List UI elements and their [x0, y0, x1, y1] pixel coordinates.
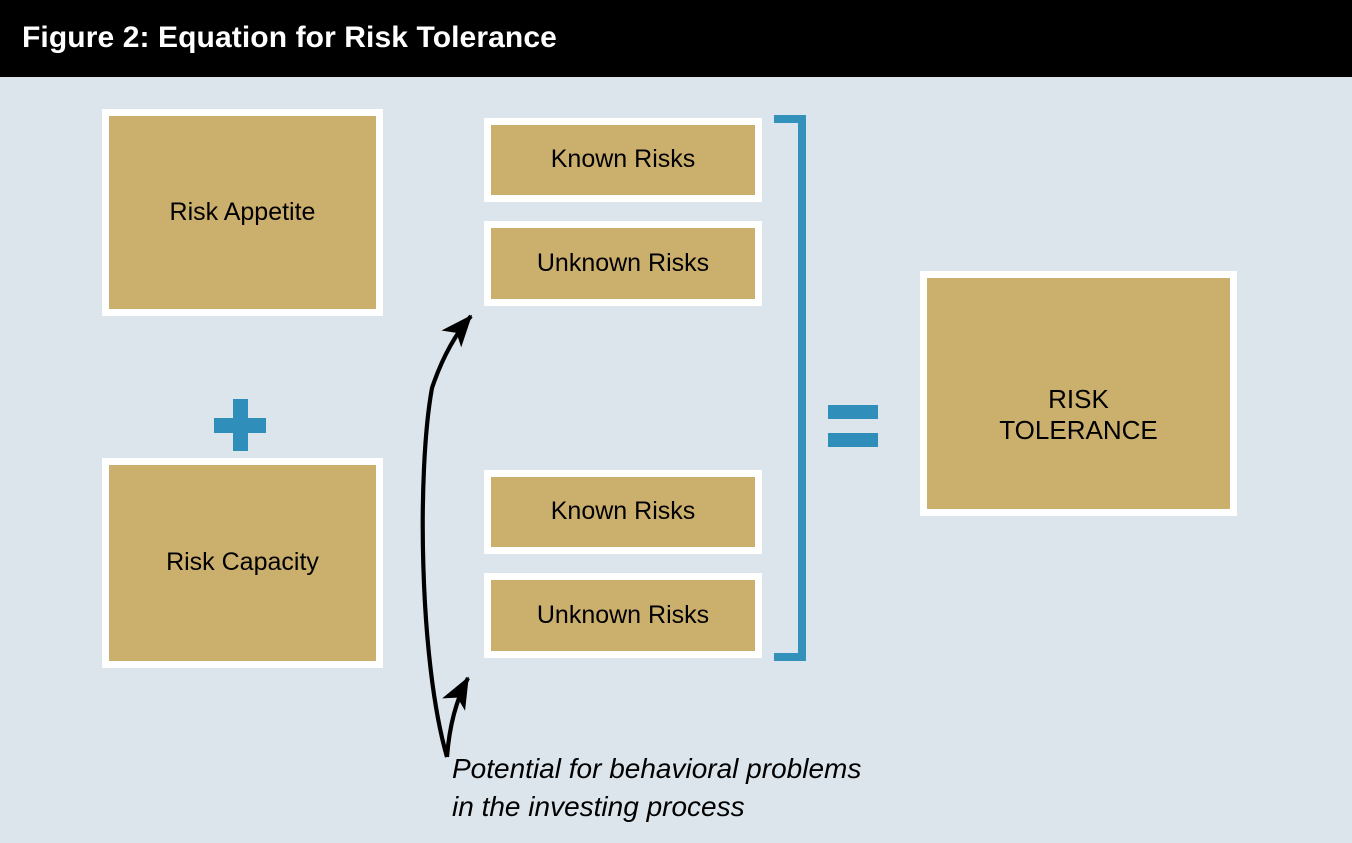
equals-lower-bar	[828, 433, 878, 447]
bracket-spine	[798, 115, 806, 661]
plus-sign-icon	[214, 399, 266, 451]
bracket-top-arm	[774, 115, 806, 123]
annotation-caption-line1: Potential for behavioral problems	[452, 753, 862, 784]
box-risk-tolerance: RISK TOLERANCE	[920, 271, 1237, 516]
box-unknown-risks-upper-label: Unknown Risks	[536, 248, 710, 277]
box-unknown-risks-upper: Unknown Risks	[484, 221, 762, 306]
grouping-bracket-icon	[774, 115, 806, 661]
equals-sign-icon	[828, 405, 878, 447]
box-known-risks-upper-label: Known Risks	[550, 145, 696, 174]
box-risk-tolerance-line2: TOLERANCE	[999, 414, 1158, 445]
box-known-risks-upper: Known Risks	[484, 118, 762, 202]
box-risk-tolerance-line1: RISK	[1048, 383, 1109, 414]
box-unknown-risks-lower-label: Unknown Risks	[536, 600, 710, 629]
arrow-to-unknown-risks-upper	[420, 314, 473, 758]
box-unknown-risks-lower: Unknown Risks	[484, 573, 762, 658]
page-title: Figure 2: Equation for Risk Tolerance	[22, 21, 557, 54]
annotation-caption: Potential for behavioral problems in the…	[452, 750, 922, 826]
box-risk-appetite-label: Risk Appetite	[169, 197, 316, 226]
plus-vertical-bar	[233, 399, 248, 451]
box-risk-appetite: Risk Appetite	[102, 109, 383, 316]
box-risk-tolerance-label: RISK TOLERANCE	[927, 384, 1230, 445]
arrow-to-unknown-risks-lower	[442, 676, 470, 758]
box-known-risks-lower: Known Risks	[484, 470, 762, 554]
equals-upper-bar	[828, 405, 878, 419]
box-risk-capacity-label: Risk Capacity	[166, 548, 319, 577]
box-risk-capacity: Risk Capacity	[102, 458, 383, 668]
box-known-risks-lower-label: Known Risks	[550, 497, 696, 526]
annotation-caption-line2: in the investing process	[452, 791, 745, 823]
bracket-bottom-arm	[774, 653, 806, 661]
figure-header-band	[0, 0, 1352, 77]
